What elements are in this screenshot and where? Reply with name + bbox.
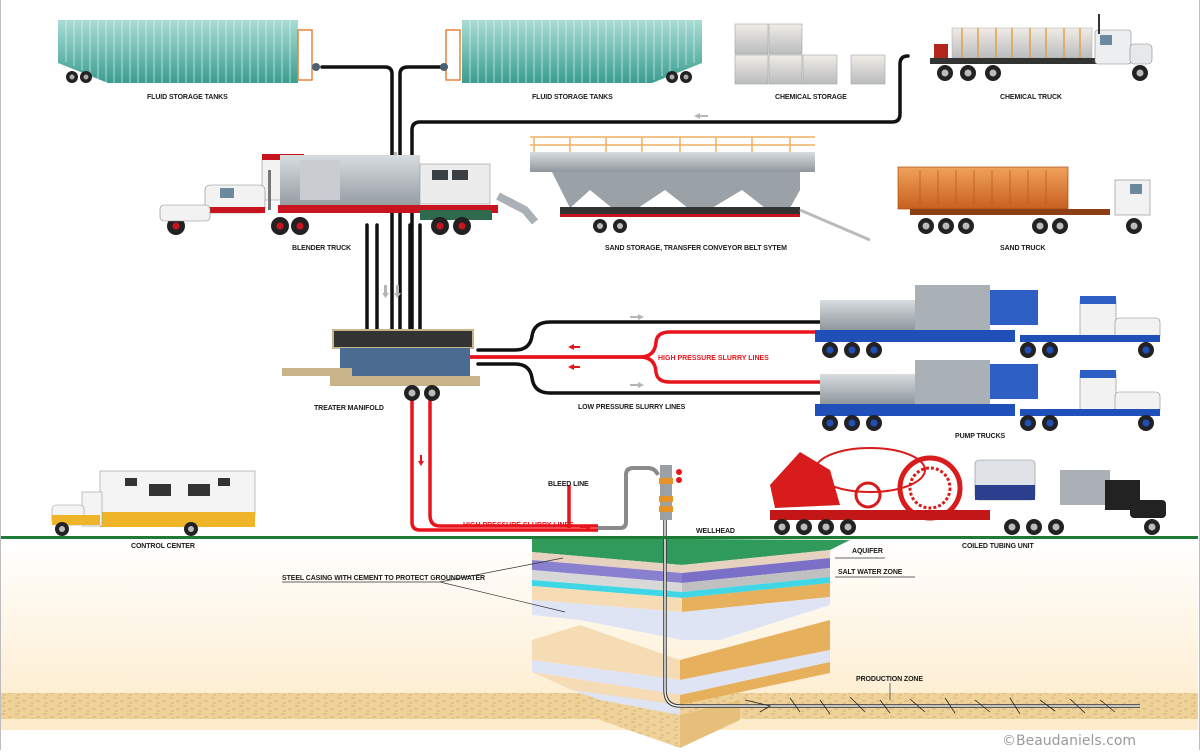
label-sand-storage: SAND STORAGE, TRANSFER CONVEYOR BELT SYT… [605,245,787,252]
label-coiled-tubing-unit: COILED TUBING UNIT [962,543,1035,550]
label-steel-casing: STEEL CASING WITH CEMENT TO PROTECT GROU… [282,575,485,582]
sand-storage-conveyor [530,136,871,242]
coiled-tubing-unit [770,447,1166,535]
label-wellhead: WELLHEAD [696,528,735,535]
label-control-center: CONTROL CENTER [131,543,195,550]
fracture-lines [744,696,1116,715]
chemical-truck [930,14,1153,81]
high-pressure-arrows [418,344,592,530]
control-center-truck [51,470,256,536]
wellbore-inner [664,520,1140,707]
label-aquifer: AQUIFER [852,548,883,555]
label-fluid-storage-tanks-right: FLUID STORAGE TANKS [532,94,613,101]
ground-line [1,536,1198,539]
label-chemical-truck: CHEMICAL TRUCK [1000,94,1062,101]
label-high-pressure-slurry-lines-lower: HIGH PRESSURE SLURRY LINES [463,522,574,529]
geology-cross-section [532,538,850,748]
label-high-pressure-slurry-lines-upper: HIGH PRESSURE SLURRY LINES [658,355,769,362]
sand-truck [897,166,1151,234]
high-pressure-pipes [410,330,820,532]
pump-truck-2 [815,360,1161,431]
low-pressure-pipes [320,54,910,395]
treater-manifold [282,329,480,401]
label-low-pressure-slurry-lines: LOW PRESSURE SLURRY LINES [578,404,686,411]
label-sand-truck: SAND TRUCK [1000,245,1045,252]
fluid-storage-tank-left [58,20,320,83]
leader-lines [282,557,915,700]
label-fluid-storage-tanks-left: FLUID STORAGE TANKS [147,94,228,101]
label-treater-manifold: TREATER MANIFOLD [314,405,384,412]
bleed-line-pipe [598,466,660,530]
label-blender-truck: BLENDER TRUCK [292,245,351,252]
pump-truck-1 [815,285,1161,358]
label-pump-trucks: PUMP TRUCKS [955,433,1006,440]
label-production-zone: PRODUCTION ZONE [856,676,923,683]
chemical-storage-totes [734,23,886,85]
label-bleed-line: BLEED LINE [548,481,589,488]
label-chemical-storage: CHEMICAL STORAGE [775,94,847,101]
blender-truck [159,154,539,235]
wellhead [659,465,682,520]
fluid-storage-tank-right [440,20,702,83]
copyright-credit: ©Beaudaniels.com [1002,733,1136,749]
label-salt-water-zone: SALT WATER ZONE [838,569,903,576]
